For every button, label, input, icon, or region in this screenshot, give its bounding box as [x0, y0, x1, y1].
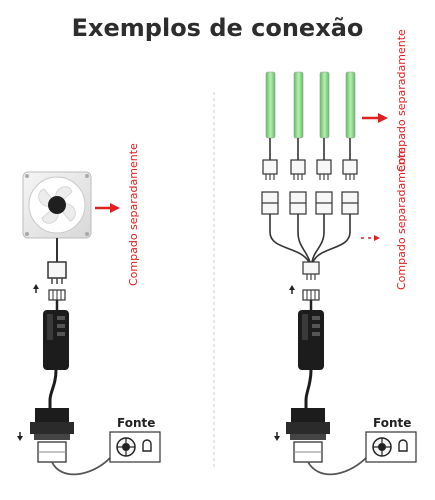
up-arrow-icon: [33, 284, 39, 293]
power-cable-right: [307, 457, 367, 476]
controller-pins-icon: [48, 289, 66, 301]
power-cable: [51, 457, 111, 476]
splitter-cables: [269, 214, 351, 263]
red-arrow-icon: [95, 203, 120, 213]
fan-connector-icon: [47, 261, 67, 284]
led-strips-icon: [265, 71, 356, 139]
strip-cables: [269, 138, 351, 160]
controller-icon-right: [298, 310, 324, 370]
right-sold-separately-label-bottom: Compado separadamente: [395, 147, 408, 290]
splitter-output-icon: [302, 261, 320, 280]
molex-female-icon: [37, 441, 67, 463]
power-outlet-icon: [109, 431, 161, 463]
up-arrow-icon-right: [289, 285, 295, 294]
left-power-source-label: Fonte: [117, 416, 156, 430]
power-outlet-icon-right: [365, 431, 417, 463]
page-title: Exemplos de conexão: [71, 14, 364, 42]
controller-cable: [48, 369, 58, 408]
molex-connector-icon-right: [286, 408, 330, 440]
fan-icon: [22, 171, 92, 239]
strip-pins: [265, 174, 355, 180]
down-arrow-icon: [17, 432, 23, 441]
splitter-connectors-icon: [261, 191, 359, 215]
controller-icon: [43, 310, 69, 370]
left-sold-separately-label: Compado separadamente: [127, 143, 140, 286]
right-power-source-label: Fonte: [373, 416, 412, 430]
controller-cable-right: [304, 369, 313, 408]
molex-female-icon-right: [293, 441, 323, 463]
controller-pins-icon-right: [302, 289, 320, 301]
red-arrow-icon-right-top: [362, 113, 388, 123]
strip-connectors-icon: [262, 159, 358, 175]
molex-connector-icon: [30, 408, 74, 440]
red-arrow-icon-right-bottom: [361, 235, 380, 241]
down-arrow-icon-right: [274, 432, 280, 441]
